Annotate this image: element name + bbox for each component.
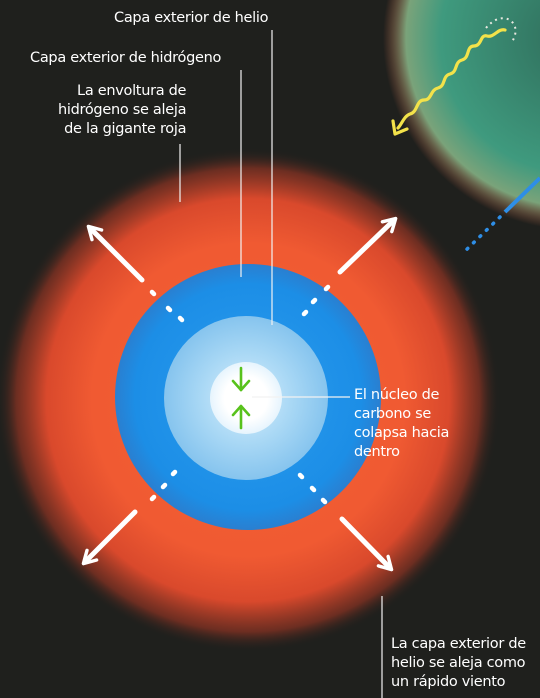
label-carbon-core: El núcleo de carbono se colapsa hacia de… <box>354 386 449 462</box>
light-ray <box>460 176 540 256</box>
label-hydrogen-envelope: La envoltura de hidrógeno se aleja de la… <box>58 82 186 139</box>
label-line: colapsa hacia <box>354 425 450 441</box>
label-line: de la gigante roja <box>64 121 187 137</box>
leader-lines <box>179 30 383 698</box>
arrow-inward-icon <box>231 366 251 392</box>
neighbor-star <box>383 0 540 227</box>
label-helium-outer-layer: Capa exterior de helio <box>114 10 269 26</box>
label-line: La envoltura de <box>77 83 187 99</box>
label-line: un rápido viento <box>391 674 506 690</box>
arrow-outward-icon <box>86 224 185 323</box>
label-line: helio se aleja como <box>391 655 526 671</box>
label-line: La capa exterior de <box>391 636 526 652</box>
expansion-arrows <box>81 216 398 572</box>
label-helium-wind: La capa exterior de helio se aleja como … <box>391 635 526 692</box>
carbon-core <box>210 362 282 434</box>
arrow-outward-icon <box>297 472 394 572</box>
label-line: dentro <box>354 444 400 460</box>
arrow-inward-icon <box>231 404 251 430</box>
arrow-outward-icon <box>301 216 398 317</box>
label-line: carbono se <box>354 406 432 422</box>
arrow-outward-icon <box>81 469 178 566</box>
label-line: hidrógeno se aleja <box>58 102 187 118</box>
label-hydrogen-outer-layer: Capa exterior de hidrógeno <box>30 50 222 66</box>
core-collapse-arrows <box>231 366 251 430</box>
label-line: El núcleo de <box>354 387 440 403</box>
photon-wave-icon <box>391 28 507 136</box>
